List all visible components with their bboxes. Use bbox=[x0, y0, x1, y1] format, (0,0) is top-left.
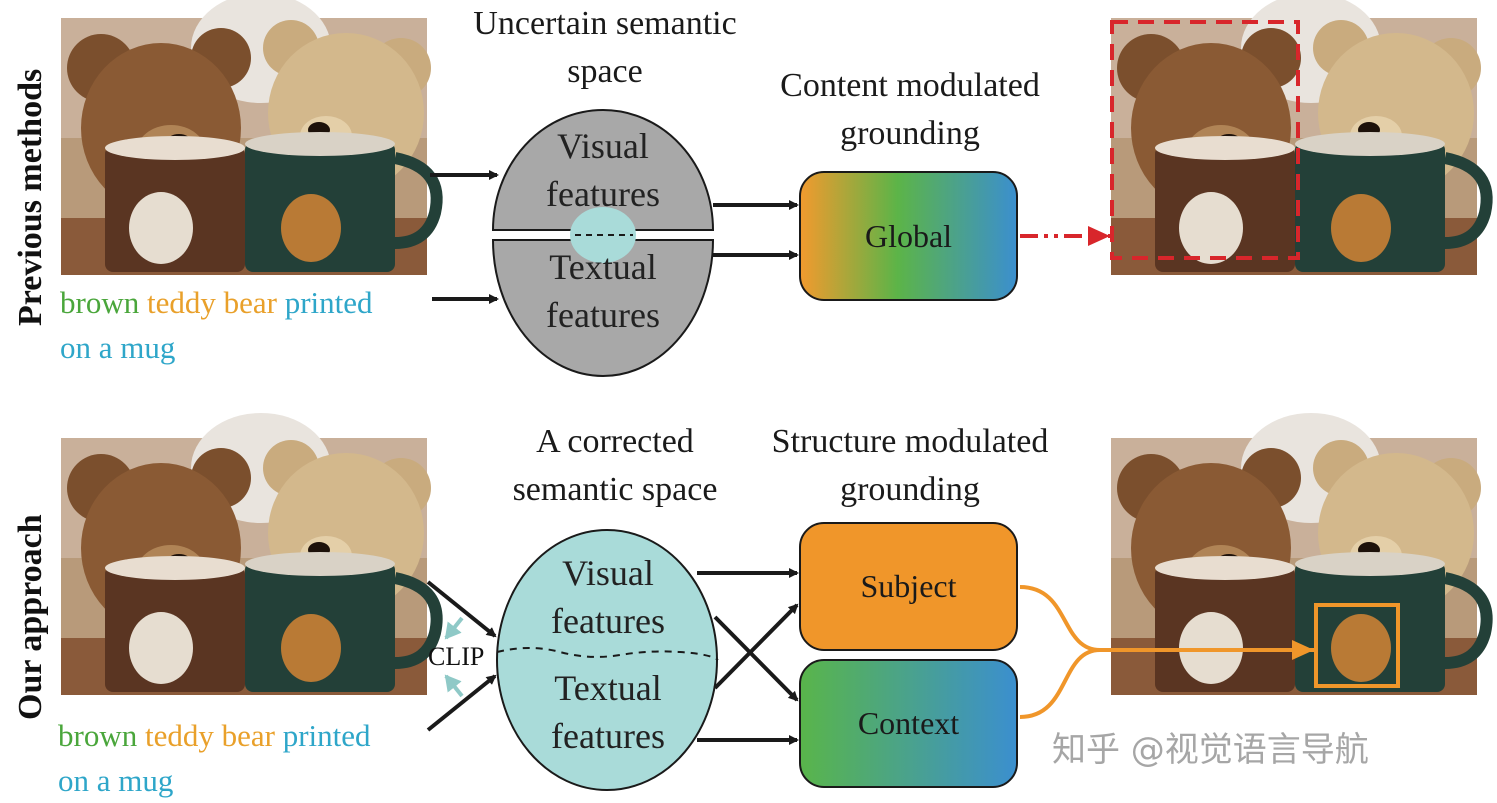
arrow-textual-to-subject bbox=[713, 603, 799, 690]
context-box bbox=[799, 659, 1018, 788]
input-image-top bbox=[61, 0, 437, 275]
visual-features-half-top bbox=[491, 109, 715, 231]
arrow-visual-to-context bbox=[713, 615, 799, 702]
global-box-label: Global bbox=[864, 217, 953, 254]
query-text-bottom: brown teddy bear printed on a mug bbox=[58, 713, 438, 803]
feature-line: Textual bbox=[549, 247, 657, 287]
structure-grounding-caption: Structure modulated grounding bbox=[735, 418, 1085, 514]
query-word-on-a-mug: on a mug bbox=[60, 330, 176, 365]
row-label-previous: Previous methods bbox=[12, 68, 49, 326]
query-word-teddy-bear: teddy bear bbox=[146, 285, 285, 320]
orange-curve-subject bbox=[1019, 585, 1101, 652]
orange-bbox bbox=[1314, 603, 1400, 688]
feature-line: features bbox=[546, 295, 660, 335]
textual-features-half-top bbox=[491, 239, 715, 377]
feature-line: Visual bbox=[557, 126, 649, 166]
feature-line: Textual bbox=[554, 668, 662, 708]
clip-arrow-lower bbox=[444, 674, 464, 698]
feature-line: features bbox=[546, 174, 660, 214]
query-word-brown: brown bbox=[58, 718, 145, 753]
feature-line: Visual bbox=[562, 553, 654, 593]
caption-line: grounding bbox=[840, 471, 980, 508]
content-grounding-caption: Content modulated grounding bbox=[745, 62, 1075, 158]
arrow-text-to-textual-bottom bbox=[426, 674, 497, 732]
context-box-label: Context bbox=[857, 705, 960, 741]
textual-features-label-bottom: Textual features bbox=[508, 664, 708, 760]
query-word-printed: printed bbox=[284, 285, 373, 320]
caption-line: Content modulated bbox=[780, 67, 1040, 104]
visual-features-label-bottom: Visual features bbox=[508, 549, 708, 645]
caption-line: A corrected bbox=[536, 423, 694, 460]
feature-line: features bbox=[551, 601, 665, 641]
query-word-on-a-mug: on a mug bbox=[58, 763, 174, 798]
subject-box bbox=[799, 522, 1018, 651]
textual-features-label-top: Textual features bbox=[503, 243, 703, 339]
result-image-ours bbox=[1111, 413, 1487, 695]
corrected-space-caption: A corrected semantic space bbox=[450, 418, 780, 514]
orange-curve-context bbox=[1019, 648, 1101, 719]
visual-features-label-top: Visual features bbox=[503, 122, 703, 218]
arrow-image-to-visual-bottom bbox=[426, 580, 497, 638]
global-box bbox=[799, 171, 1018, 301]
subject-box-label: Subject bbox=[860, 568, 957, 604]
uncertain-space-caption: Uncertain semantic space bbox=[440, 0, 770, 96]
clip-label: CLIP bbox=[428, 642, 485, 671]
red-dashed-bbox bbox=[1110, 20, 1300, 260]
query-word-printed: printed bbox=[282, 718, 371, 753]
caption-line: grounding bbox=[840, 115, 980, 152]
row-label-ours: Our approach bbox=[12, 514, 49, 720]
caption-line: Uncertain semantic bbox=[473, 5, 737, 42]
watermark: 知乎 @视觉语言导航 bbox=[1052, 730, 1369, 770]
caption-line: space bbox=[567, 53, 643, 90]
caption-line: Structure modulated bbox=[771, 423, 1049, 460]
query-word-brown: brown bbox=[60, 285, 147, 320]
query-text-top: brown teddy bear printed on a mug bbox=[60, 280, 440, 370]
wavy-divider bbox=[496, 647, 719, 661]
query-word-teddy-bear: teddy bear bbox=[144, 718, 283, 753]
feature-line: features bbox=[551, 716, 665, 756]
clip-arrow-upper bbox=[444, 616, 464, 640]
caption-line: semantic space bbox=[512, 471, 718, 508]
input-image-bottom bbox=[61, 413, 437, 695]
